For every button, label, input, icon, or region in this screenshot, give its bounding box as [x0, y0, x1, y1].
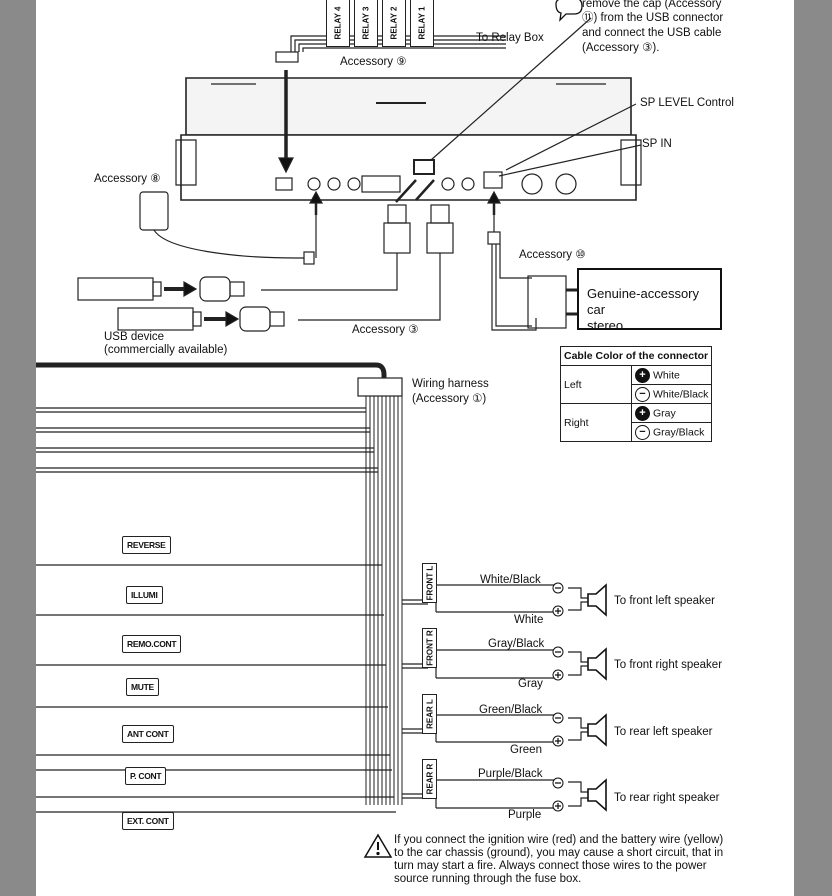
cable-color-table: Cable Color of the connector Left +White…	[559, 346, 713, 442]
plus-icon: +	[635, 367, 650, 383]
dest-rear-right: To rear right speaker	[614, 792, 720, 804]
wire-color-white-black: White/Black	[480, 574, 541, 586]
wire-label-illumi: ILLUMI	[126, 586, 163, 604]
wiring-diagram	[36, 0, 642, 858]
manual-page: RELAY 4 RELAY 3 RELAY 2 RELAY 1 To Relay…	[36, 0, 794, 896]
wire-label-ext-cont: EXT. CONT	[122, 812, 174, 830]
wire-label-mute: MUTE	[126, 678, 159, 696]
tag-rear-l: REAR L	[422, 694, 437, 734]
cable-right-minus: −Gray/Black	[630, 422, 713, 442]
cable-table-header: Cable Color of the connector	[559, 346, 713, 366]
cable-row-left: Left	[560, 365, 632, 404]
accessory-9-label: Accessory ⑨	[340, 56, 407, 68]
wire-label-p-cont: P. CONT	[125, 767, 167, 785]
usb-note-line-4: (Accessory ③).	[582, 42, 660, 54]
wiring-harness-label: Wiring harness	[412, 378, 489, 390]
wire-color-green-black: Green/Black	[479, 704, 543, 716]
stereo-label-line-1: Genuine-accessory car	[587, 286, 699, 317]
accessory-8-label: Accessory ⑧	[94, 173, 161, 185]
usb-note-line-1: remove the cap (Accessory	[582, 0, 722, 10]
wire-label-ant-cont: ANT CONT	[122, 725, 174, 743]
usb-note-line-3: and connect the USB cable	[582, 27, 722, 39]
wire-color-gray-black: Gray/Black	[488, 638, 545, 650]
cable-right-plus: +Gray	[630, 403, 713, 423]
warning-icon	[363, 833, 393, 858]
sp-in-label: SP IN	[642, 138, 672, 150]
relay-4: RELAY 4	[326, 0, 350, 47]
wire-color-green: Green	[510, 744, 542, 756]
wire-label-remo-cont: REMO.CONT	[122, 635, 182, 653]
wire-label-reverse: REVERSE	[122, 536, 171, 554]
relay-2: RELAY 2	[382, 0, 406, 47]
cable-left-minus: −White/Black	[630, 384, 713, 404]
wire-color-purple-black: Purple/Black	[478, 768, 543, 780]
usb-note-line-2: ⑪) from the USB connector	[582, 12, 724, 24]
dest-rear-left: To rear left speaker	[614, 726, 713, 738]
cable-left-plus: +White	[630, 365, 713, 385]
usb-device-sub-label: (commercially available)	[104, 344, 228, 356]
tag-rear-r: REAR R	[422, 759, 437, 799]
relay-3: RELAY 3	[354, 0, 378, 47]
speaker-icon	[587, 583, 607, 812]
sp-level-label: SP LEVEL Control	[640, 97, 734, 109]
wire-color-purple: Purple	[508, 809, 542, 821]
genuine-stereo-box: Genuine-accessory car stereo	[577, 268, 722, 333]
usb-device-label: USB device	[104, 331, 165, 343]
note-icon	[555, 0, 583, 22]
cable-row-right: Right	[560, 403, 632, 442]
wire-color-gray: Gray	[518, 678, 543, 690]
wiring-harness-sub-label: (Accessory ①)	[412, 393, 487, 405]
plus-icon: +	[635, 405, 650, 421]
accessory-3-label: Accessory ③	[352, 324, 419, 336]
dest-front-left: To front left speaker	[614, 595, 715, 607]
wire-color-white: White	[514, 614, 544, 626]
stereo-label-line-2: stereo	[587, 318, 624, 333]
warning-text: If you connect the ignition wire (red) a…	[394, 834, 724, 885]
tag-front-l: FRONT L	[422, 563, 437, 603]
minus-icon: −	[635, 386, 650, 402]
tag-front-r: FRONT R	[422, 628, 437, 668]
minus-icon: −	[635, 424, 650, 440]
dest-front-right: To front right speaker	[614, 659, 723, 671]
accessory-10-label: Accessory ⑩	[519, 249, 586, 261]
relay-1: RELAY 1	[410, 0, 434, 47]
to-relay-box-label: To Relay Box	[476, 32, 544, 44]
